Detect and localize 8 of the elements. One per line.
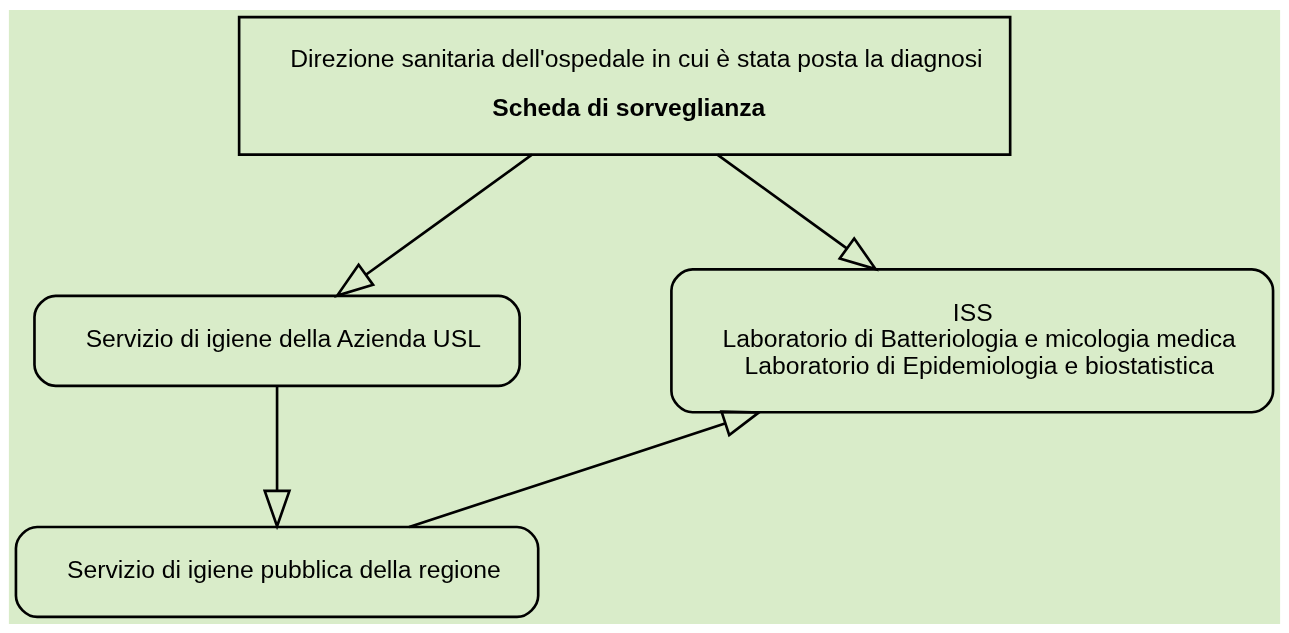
arrow: [716, 153, 879, 271]
arrow: [262, 385, 292, 530]
arrow: [334, 153, 533, 298]
node-box: Servizio di igiene della Azienda USL: [33, 294, 521, 387]
arrow: [408, 409, 763, 528]
node-box: Servizio di igiene pubblica della regione: [14, 525, 540, 618]
node-box: Direzione sanitaria dell'ospedale in cui è stata posta la diagnosi Scheda di sorveglianza: [237, 15, 1012, 156]
node-box: ISS Laboratorio di Batteriologia e micologia medica Laboratorio di Epidemiologia e biostatistica: [670, 267, 1275, 414]
